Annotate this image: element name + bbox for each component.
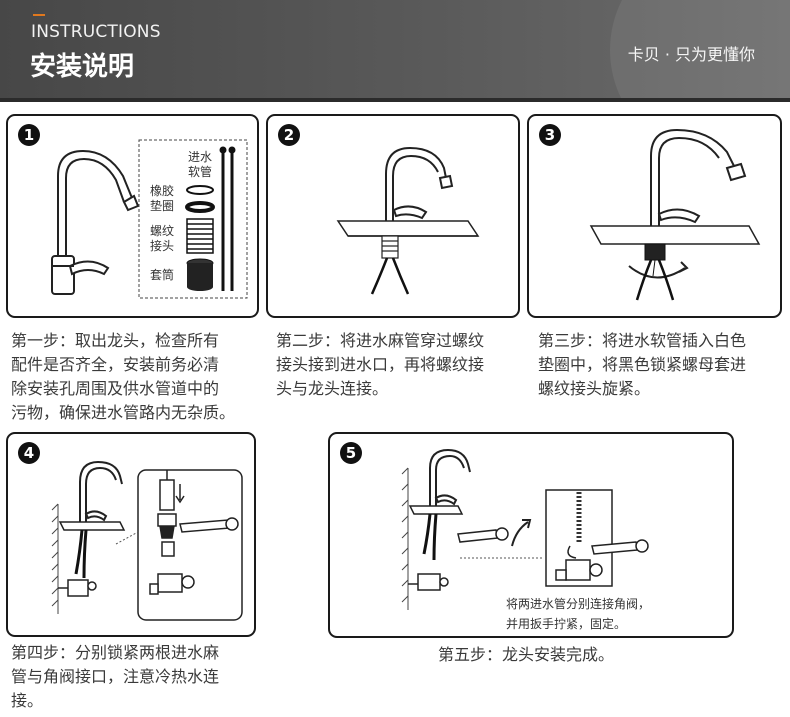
step-1-illustration — [51, 139, 248, 299]
inlet-hose-icon — [74, 529, 88, 579]
faucet-icon — [650, 128, 747, 226]
angle-valve-icon — [58, 579, 97, 597]
wrench-icon — [457, 527, 509, 543]
thread-label-line-2: 接头 — [150, 239, 175, 253]
counter-top-icon — [336, 220, 480, 237]
step-4-line-3: 接。 — [11, 691, 44, 710]
brand-slogan: 卡贝 · 只为更懂你 — [627, 45, 755, 64]
step-5-panel: 5 — [328, 432, 734, 638]
step-4-illustration — [51, 460, 243, 621]
step-5-note-line-2: 并用扳手拧紧，固定。 — [506, 617, 627, 631]
inlet-hose-icon — [635, 259, 675, 301]
step-1-line-4: 污物，确保进水管路内无杂质。 — [11, 403, 236, 422]
step-4-line-2: 管与角阀接口，注意冷热水连 — [11, 667, 220, 686]
step-4-panel: 4 — [6, 432, 256, 637]
step-5-note: 将两进水管分别连接角阀， 并用扳手拧紧，固定。 — [506, 594, 650, 634]
faucet-icon — [79, 460, 123, 522]
step-1-line-1: 第一步：取出龙头，检查所有 — [11, 331, 220, 350]
hose-label-line-1: 进水 — [188, 150, 213, 164]
counter-top-icon — [58, 521, 126, 531]
gasket-label-line-2: 垫圈 — [150, 199, 175, 213]
rubber-gasket-icon — [185, 185, 215, 213]
threaded-connector-icon — [186, 218, 214, 254]
hose-label: 进水 软管 — [188, 150, 212, 180]
step-2-line-2: 接头接到进水口，再将螺纹接 — [276, 355, 485, 374]
rotate-arrow-icon — [511, 519, 532, 547]
step-1-panel: 1 — [6, 114, 259, 318]
step-1-line-3: 除安装孔周围及供水管道中的 — [11, 379, 220, 398]
step-1-number: 1 — [18, 124, 40, 146]
wall-icon — [51, 503, 59, 614]
step-2-number: 2 — [278, 124, 300, 146]
step-4-description: 第四步：分别锁紧两根进水麻 管与角阀接口，注意冷热水连 接。 — [11, 641, 261, 713]
step-5-number: 5 — [340, 442, 362, 464]
gasket-label: 橡胶 垫圈 — [150, 184, 174, 214]
step-2-panel: 2 — [266, 114, 520, 318]
step-2-description: 第二步：将进水麻管穿过螺纹 接头接到进水口，再将螺纹接 头与龙头连接。 — [276, 329, 526, 401]
sleeve-label: 套筒 — [150, 268, 175, 282]
step-3-description: 第三步：将进水软管插入白色 垫圈中，将黑色锁紧螺母套进 螺纹接头旋紧。 — [538, 329, 788, 401]
step-1-description: 第一步：取出龙头，检查所有 配件是否齐全，安装前务必清 除安装孔周围及供水管道中… — [11, 329, 261, 425]
detail-wrench-icon — [567, 539, 649, 559]
step-3-number: 3 — [539, 124, 561, 146]
counter-top-icon — [408, 505, 464, 515]
thread-label-line-1: 螺纹 — [150, 224, 175, 238]
page-header: INSTRUCTIONS 安装说明 卡贝 · 只为更懂你 — [0, 0, 790, 102]
inlet-hose-icon — [422, 513, 438, 561]
faucet-icon — [51, 149, 140, 295]
title-english: INSTRUCTIONS — [31, 22, 161, 42]
step-5-note-line-1: 将两进水管分别连接角阀， — [506, 597, 651, 611]
title-chinese: 安装说明 — [30, 52, 135, 82]
lock-nut-icon — [644, 243, 666, 277]
angle-valve-detail-icon — [149, 573, 195, 595]
sleeve-icon — [186, 258, 214, 291]
step-1-line-2: 配件是否齐全，安装前务必清 — [11, 355, 220, 374]
gasket-label-line-1: 橡胶 — [150, 184, 175, 198]
angle-valve-detail-icon — [555, 559, 603, 581]
faucet-icon — [429, 448, 471, 506]
step-5-line-1: 第五步：龙头安装完成。 — [438, 645, 615, 664]
rotate-arrow-icon — [628, 261, 689, 279]
step-4-number: 4 — [18, 442, 40, 464]
step-5-illustration — [401, 448, 649, 610]
step-5-description: 第五步：龙头安装完成。 — [438, 643, 614, 667]
detail-connector-icon — [157, 470, 185, 557]
header-decoration — [610, 0, 790, 102]
step-2-line-3: 头与龙头连接。 — [276, 379, 389, 398]
inlet-hose-icon — [370, 257, 410, 295]
thread-label: 螺纹 接头 — [150, 224, 174, 254]
step-2-line-1: 第二步：将进水麻管穿过螺纹 — [276, 331, 485, 350]
step-3-line-3: 螺纹接头旋紧。 — [538, 379, 651, 398]
hose-label-line-2: 软管 — [188, 165, 213, 179]
threaded-connector-icon — [381, 235, 399, 259]
step-3-illustration — [589, 128, 761, 301]
wrench-icon — [179, 517, 239, 533]
faucet-icon — [385, 146, 454, 221]
wall-icon — [401, 467, 409, 610]
step-3-line-1: 第三步：将进水软管插入白色 — [538, 331, 747, 350]
step-2-illustration — [336, 146, 480, 295]
counter-top-icon — [589, 225, 761, 245]
header-accent-line — [33, 14, 45, 16]
header-divider — [0, 98, 790, 102]
inlet-hose-icon — [219, 146, 236, 291]
angle-valve-icon — [408, 573, 449, 591]
step-4-line-1: 第四步：分别锁紧两根进水麻 — [11, 643, 220, 662]
step-3-line-2: 垫圈中，将黑色锁紧螺母套进 — [538, 355, 747, 374]
step-3-panel: 3 — [527, 114, 782, 318]
